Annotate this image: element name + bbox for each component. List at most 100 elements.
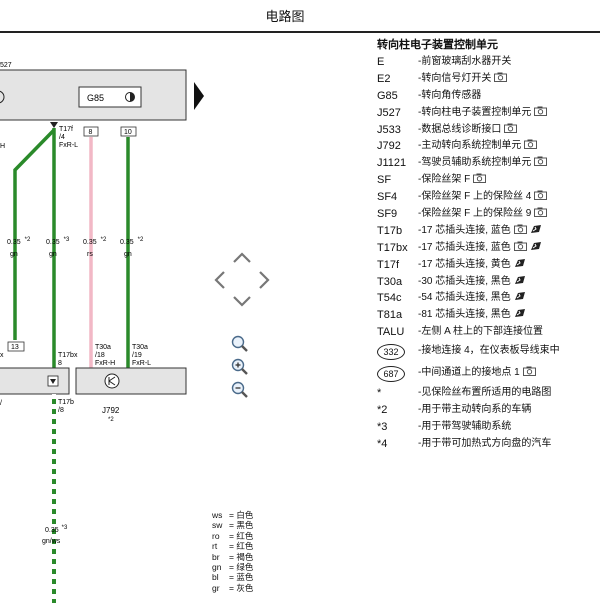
legend-item: T30a-30 芯插头连接, 黑色 [377, 274, 600, 291]
legend-item: E2 -转向信号灯开关 [377, 71, 600, 88]
legend-item: SF-保险丝架 F [377, 172, 600, 189]
camera-icon[interactable] [534, 106, 548, 116]
color-legend-item: gn= 绿色 [212, 562, 254, 573]
legend-item: TALU-左侧 A 柱上的下部连接位置 [377, 324, 600, 341]
legend-desc: -接地连接 4，在仪表板导线束中 [418, 345, 560, 357]
wire-label-1: 0.35*2 gn [7, 237, 31, 258]
legend-desc: -54 芯插头连接, 黑色 [418, 290, 526, 307]
label-x: x [0, 352, 4, 359]
camera-icon[interactable] [473, 173, 487, 184]
connector-icon[interactable] [514, 308, 526, 319]
color-legend-item: bl= 蓝色 [212, 572, 254, 583]
label-top-ref: 527 [0, 62, 12, 69]
camera-icon[interactable] [524, 139, 538, 150]
color-legend-item: ws= 白色 [212, 510, 254, 520]
camera-icon[interactable] [534, 156, 548, 167]
legend-code: J533 [377, 123, 401, 136]
circuit-diagram: 527 G85 T17f /4 FxR-L H 8 10 0.35*2 gn 0… [0, 62, 204, 603]
legend-item: J1121-驾驶员辅助系统控制单元 [377, 155, 600, 172]
legend-code: G85 [377, 89, 398, 102]
g85-symbol-fill [130, 92, 135, 102]
camera-icon[interactable] [522, 366, 536, 377]
svg-text:rs: rs [87, 251, 93, 258]
legend-code: T17f [377, 258, 400, 271]
legend-code: T17b [377, 224, 403, 237]
t17f-arrow-icon [50, 122, 58, 128]
legend-code: 687 [377, 366, 405, 383]
shield-symbol-mark [50, 379, 56, 384]
zoom-out-icon[interactable] [230, 380, 250, 400]
label-t17bx-pin: 8 [58, 360, 62, 367]
arrow-right-icon[interactable] [194, 82, 204, 110]
legend-desc: -主动转向系统控制单元 [418, 138, 538, 155]
label-j792-note: *2 [108, 417, 114, 423]
legend-item: *3-用于带驾驶辅助系统 [377, 419, 600, 436]
motor-symbol-mark [108, 376, 116, 386]
label-t17f-pin: /4 [59, 134, 65, 141]
pan-left-icon[interactable] [214, 271, 225, 289]
connector-8-box [83, 126, 99, 137]
svg-text:0.35*2: 0.35*2 [120, 237, 144, 246]
legend-item: T17f -17 芯插头连接, 黄色 [377, 257, 600, 274]
pan-up-icon[interactable] [233, 252, 251, 263]
legend-code: J1121 [377, 157, 407, 170]
pan-control[interactable] [212, 250, 272, 310]
label-conn10: 10 [124, 129, 132, 136]
legend-item: J527-转向柱电子装置控制单元 [377, 105, 600, 122]
legend-desc: -左侧 A 柱上的下部连接位置 [418, 326, 544, 338]
color-legend-item: sw= 黑色 [212, 520, 254, 531]
g85-sensor-box [78, 86, 142, 108]
legend-desc: -中间通道上的接地点 1 [418, 365, 536, 382]
legend-desc: -81 芯插头连接, 黑色 [418, 307, 526, 324]
label-t30a-2: T30a [132, 344, 148, 351]
legend-item: T17b-17 芯插头连接, 蓝色 [377, 223, 600, 240]
legend-desc: -用于带驾驶辅助系统 [418, 420, 512, 432]
camera-icon[interactable] [513, 224, 527, 234]
legend-code: E2 [377, 72, 391, 85]
connector-icon[interactable] [514, 275, 526, 286]
svg-text:gn/ws: gn/ws [42, 538, 61, 545]
semicircle-symbol [0, 90, 5, 104]
camera-icon[interactable] [504, 123, 518, 133]
legend-item: *4-用于带可加热式方向盘的汽车 [377, 436, 600, 453]
legend-code: T30a [377, 275, 403, 288]
label-t17f: T17f [59, 126, 73, 133]
camera-icon[interactable] [494, 72, 508, 82]
connector-icon[interactable] [530, 241, 542, 252]
legend-item: 332-接地连接 4，在仪表板导线束中 [377, 341, 600, 363]
svg-text:0.35*3: 0.35*3 [46, 237, 70, 246]
label-h: H [0, 143, 5, 150]
color-legend-item: rt= 红色 [212, 541, 254, 552]
zoom-in-icon[interactable] [230, 357, 250, 377]
legend-desc: -17 芯插头连接, 黄色 [418, 257, 526, 274]
wire-1 [13, 128, 56, 340]
legend-desc: -转向信号灯开关 [418, 71, 508, 88]
camera-icon[interactable] [534, 190, 548, 201]
legend-desc: -转向角传感器 [418, 89, 482, 101]
connector-icon[interactable] [514, 291, 526, 302]
pan-right-icon[interactable] [259, 271, 270, 289]
legend-code: * [377, 387, 382, 400]
connector-icon[interactable] [530, 224, 542, 235]
camera-icon[interactable] [534, 207, 548, 217]
legend-item: T81a-81 芯插头连接, 黑色 [377, 307, 600, 324]
legend-item: SF9-保险丝架 F 上的保险丝 9 [377, 206, 600, 223]
legend-desc: -见保险丝布置所适用的电路图 [418, 387, 552, 399]
camera-icon[interactable] [513, 241, 527, 251]
legend-item: E-前窗玻璃刮水器开关 [377, 54, 600, 71]
svg-text:0.35*2: 0.35*2 [7, 237, 31, 246]
legend-desc: -前窗玻璃刮水器开关 [418, 56, 512, 67]
svg-text:gn: gn [10, 251, 18, 258]
zoom-fit-icon[interactable] [230, 334, 250, 354]
motor-symbol-icon [104, 373, 120, 389]
connector-icon[interactable] [514, 258, 526, 269]
label-slash: / [0, 400, 2, 407]
legend-item: *2-用于带主动转向系的车辆 [377, 402, 600, 419]
legend-desc: -保险丝架 F [418, 172, 487, 189]
legend-code: J792 [377, 140, 401, 153]
pan-down-icon[interactable] [233, 296, 251, 307]
wire-label-4: 0.35*2 gn [120, 237, 144, 258]
label-t17bx: T17bx [58, 352, 78, 359]
